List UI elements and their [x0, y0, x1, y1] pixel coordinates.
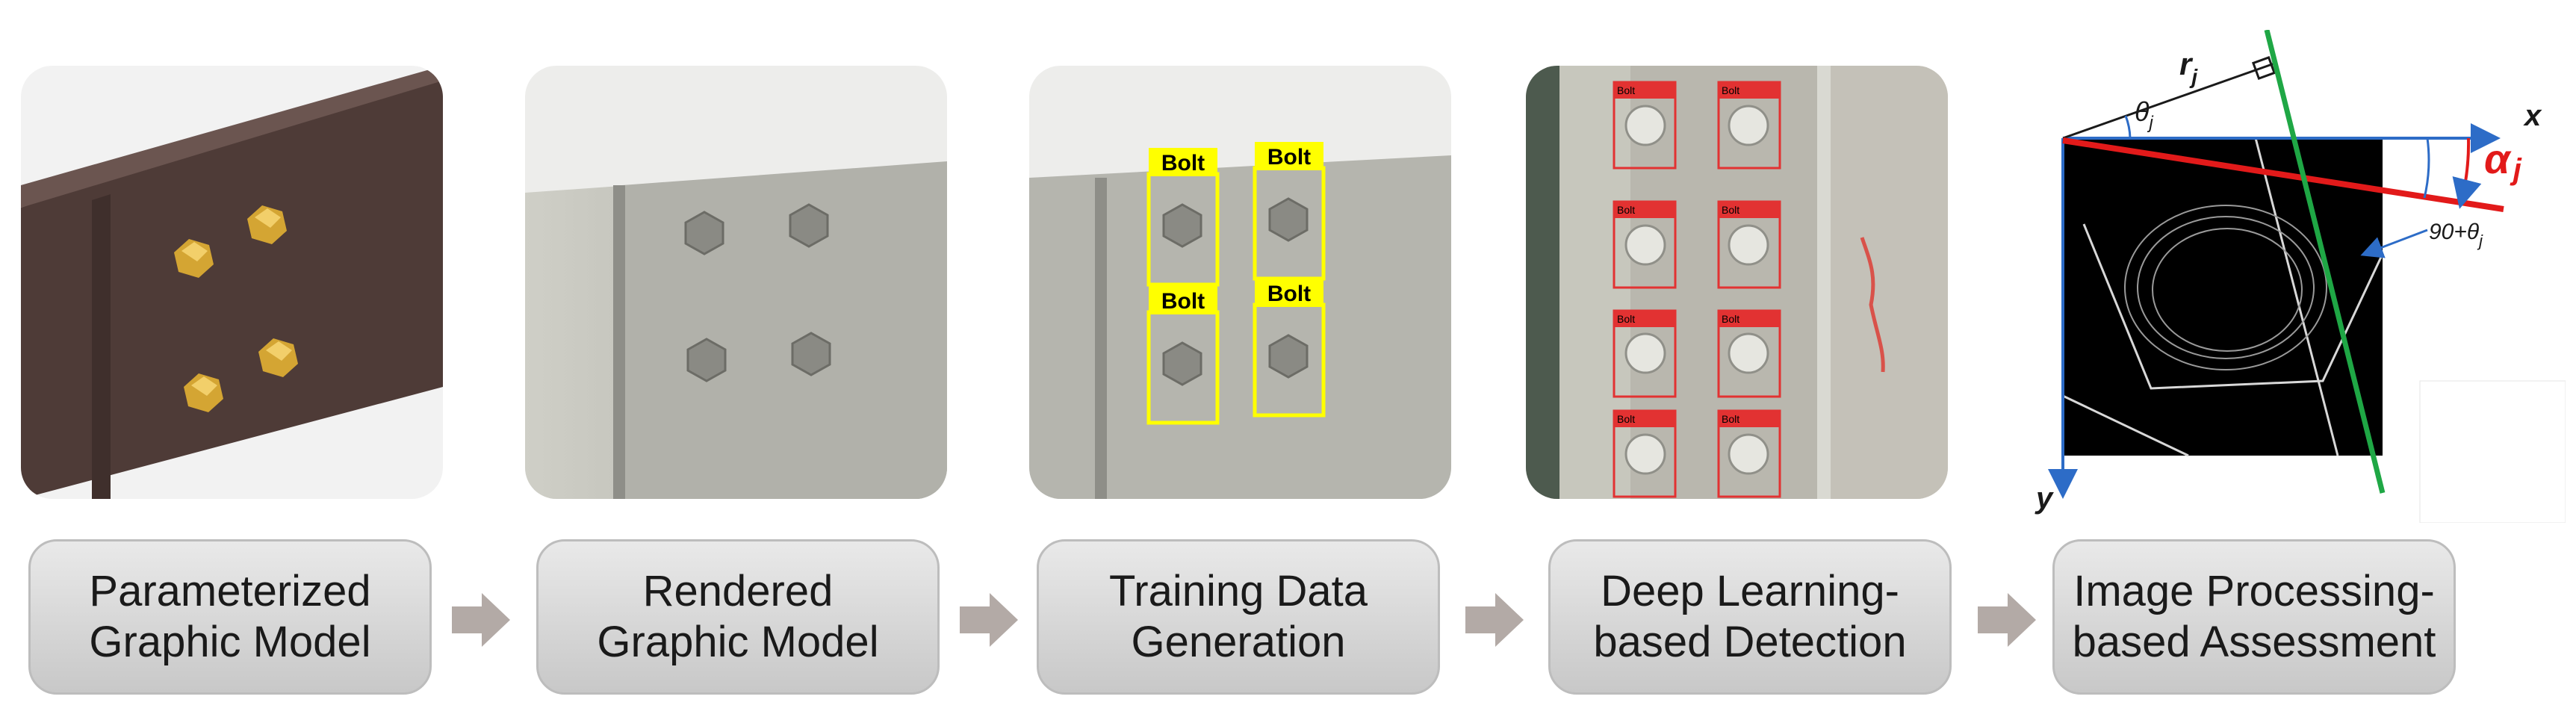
stage-label: Training Data Generation — [1108, 567, 1368, 666]
y-axis-label: y — [2035, 482, 2054, 515]
theta-label: θ — [2135, 96, 2150, 127]
alpha-label: α — [2484, 135, 2512, 182]
rendered-model-image — [525, 66, 947, 499]
bolt-label: Bolt — [1267, 282, 1311, 306]
svg-text:θj: θj — [2135, 96, 2154, 133]
stage-label: Image Processing- based Assessment — [2072, 567, 2436, 666]
r-subscript: j — [2188, 65, 2198, 88]
svg-text:rj: rj — [2179, 46, 2198, 88]
bolt-head — [684, 211, 724, 255]
gold-bolt — [174, 239, 214, 278]
svg-text:90+θj: 90+θj — [2429, 220, 2483, 250]
perp-angle-label: 90+θ — [2429, 220, 2480, 244]
stage-deep-learning-detection: Deep Learning- based Detection — [1548, 539, 1952, 695]
bolt-label: Bolt — [1267, 145, 1311, 170]
stage-image-processing-assessment: Image Processing- based Assessment — [2052, 539, 2456, 695]
bolt-head — [789, 203, 829, 248]
flow-arrow-icon — [960, 593, 1018, 647]
stage-label: Rendered Graphic Model — [597, 567, 879, 666]
bolt-label: Bolt — [1722, 84, 1739, 96]
r-label: r — [2179, 46, 2194, 81]
flow-arrow-icon — [1465, 593, 1524, 647]
bolt-label: Bolt — [1161, 151, 1205, 176]
stage-label: Deep Learning- based Detection — [1593, 567, 1907, 666]
gold-bolt — [184, 373, 223, 412]
gold-bolt — [247, 205, 287, 244]
bolt-label: Bolt — [1617, 313, 1635, 325]
stage-label: Parameterized Graphic Model — [89, 567, 371, 666]
bolt-head — [686, 338, 727, 382]
stage-parameterized-graphic-model: Parameterized Graphic Model — [28, 539, 432, 695]
bolt-head — [791, 332, 831, 376]
stage-rendered-graphic-model: Rendered Graphic Model — [536, 539, 940, 695]
alpha-subscript: j — [2510, 153, 2522, 186]
detection-photo: Bolt Bolt Bolt Bolt Bolt Bolt Bolt Bolt — [1526, 66, 1948, 499]
gold-bolt — [258, 338, 298, 377]
bolt-label: Bolt — [1617, 204, 1635, 216]
bolt-label: Bolt — [1722, 204, 1739, 216]
perp-angle-subscript: j — [2477, 232, 2483, 250]
bolt-label: Bolt — [1617, 413, 1635, 425]
x-axis-label: x — [2523, 99, 2542, 132]
stage-training-data-generation: Training Data Generation — [1037, 539, 1440, 695]
parameterized-model-image — [21, 66, 443, 499]
flow-arrow-icon — [452, 593, 510, 647]
training-data-image: Bolt Bolt Bolt Bolt — [1029, 66, 1451, 499]
bolt-label: Bolt — [1617, 84, 1635, 96]
flow-arrow-icon — [1978, 593, 2036, 647]
svg-text:αj: αj — [2484, 135, 2522, 186]
bolt-label: Bolt — [1722, 413, 1739, 425]
bolt-label: Bolt — [1722, 313, 1739, 325]
theta-subscript: j — [2147, 113, 2154, 133]
bolt-label: Bolt — [1161, 289, 1205, 314]
